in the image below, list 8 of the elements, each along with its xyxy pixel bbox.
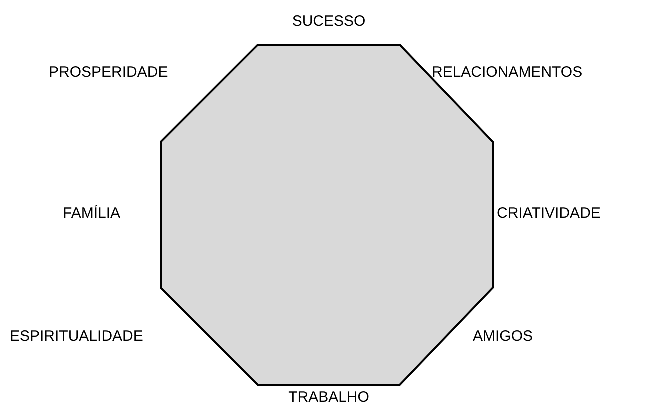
label-text: RELACIONAMENTOS [432, 64, 583, 82]
label-text: ESPIRITUALIDADE [10, 328, 144, 346]
label-text: TRABALHO [288, 389, 370, 407]
label-text: PROSPERIDADE [49, 64, 168, 82]
label-text: CRIATIVIDADE [497, 205, 601, 223]
label-text: SUCESSO [292, 13, 366, 31]
label-text: FAMÍLIA [63, 205, 121, 223]
label-text: AMIGOS [473, 328, 534, 346]
